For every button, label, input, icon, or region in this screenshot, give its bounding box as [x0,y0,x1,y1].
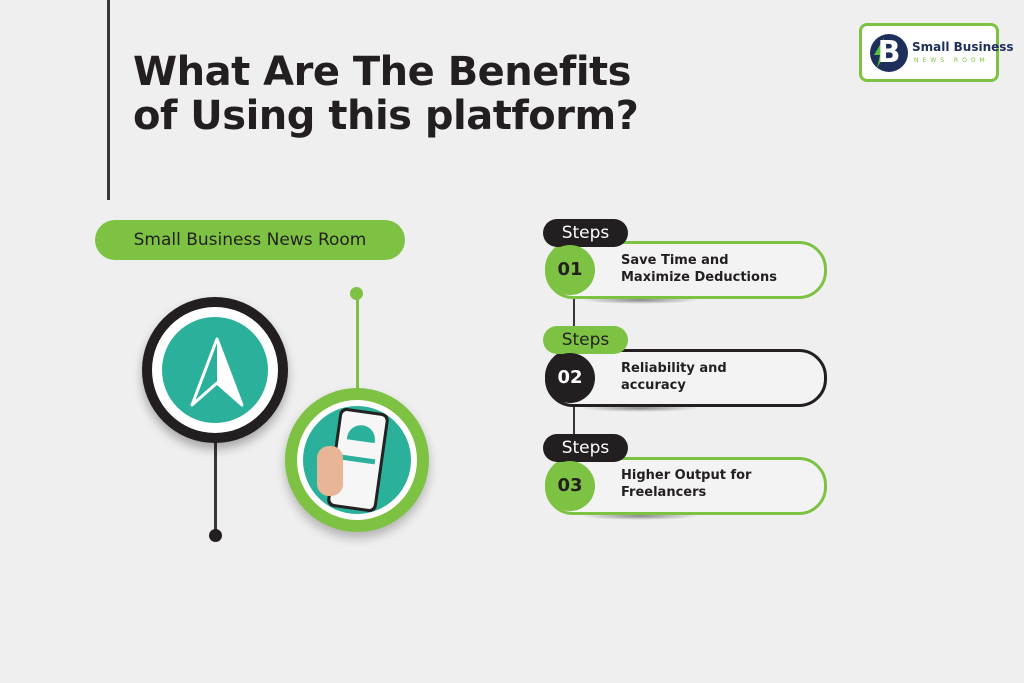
brand-logo: B Small Business NEWS ROOM [859,23,1014,82]
step-tab: Steps [543,434,628,462]
logo-name: Small Business [912,40,1014,54]
brand-banner: Small Business News Room [95,220,405,260]
logo-tagline: NEWS ROOM [914,57,989,64]
step-number: 01 [545,245,595,295]
connector-line [214,420,217,535]
phone-app-image [303,406,411,514]
step-number: 03 [545,461,595,511]
connector-line [356,295,359,395]
connector-dot [350,287,363,300]
connector-dot [209,529,222,542]
navigation-arrow-icon [162,317,268,423]
step-number: 02 [545,353,595,403]
step-tab: Steps [543,219,628,247]
decorative-line [107,0,110,200]
lightning-bolt-icon [874,38,888,68]
logo-mark-icon: B [870,34,908,72]
step-tab: Steps [543,326,628,354]
